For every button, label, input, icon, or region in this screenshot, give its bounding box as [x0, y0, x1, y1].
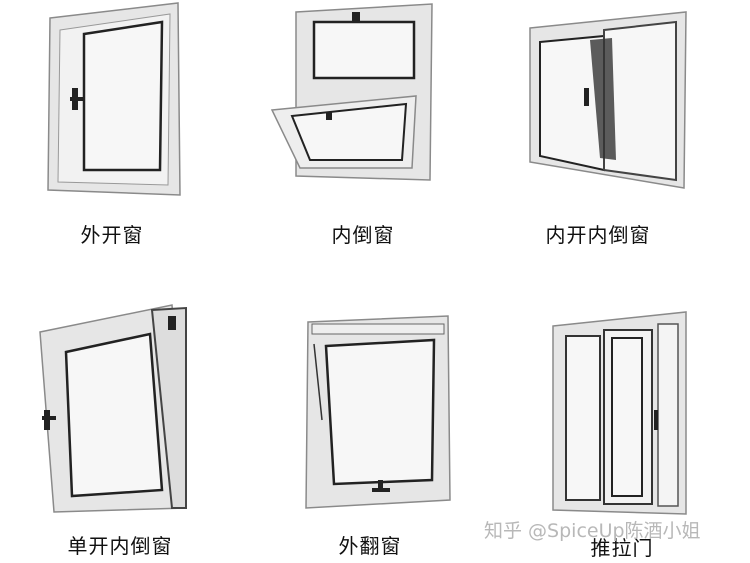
label-hopper-inward: 内倒窗	[331, 223, 395, 247]
watermark-text: 知乎 @SpiceUp陈酒小姐	[484, 520, 701, 542]
label-awning: 外翻窗	[338, 534, 402, 558]
label-casement-outward: 外开窗	[80, 223, 144, 247]
label-tilt-turn: 内开内倒窗	[545, 223, 651, 247]
label-single-tilt: 单开内倒窗	[67, 534, 173, 558]
label-sliding-door: 推拉门	[590, 536, 654, 560]
